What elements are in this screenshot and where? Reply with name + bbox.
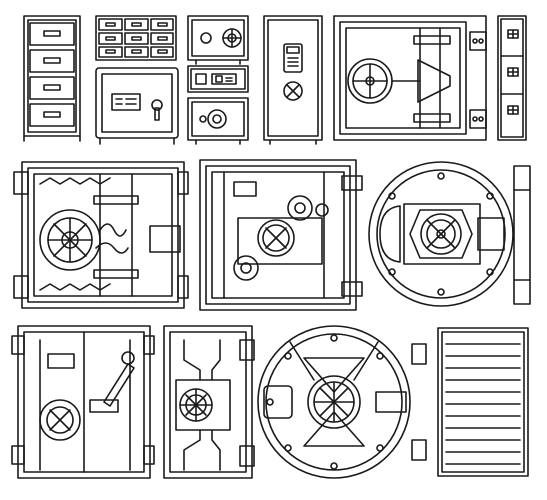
digital-safe-icon <box>95 67 179 145</box>
round-vault-door-icon <box>257 325 427 479</box>
safe-deposit-boxes-icon <box>95 15 177 61</box>
bolted-vault-door-icon <box>163 325 255 479</box>
round-open-vault-door-icon <box>368 161 531 307</box>
round-dial-safe-icon <box>187 97 249 145</box>
double-door-vault-icon <box>11 325 155 479</box>
chained-vault-door-icon <box>13 161 189 309</box>
small-dial-safe-icon <box>187 15 249 65</box>
card-lock-safe-icon <box>187 65 249 93</box>
handle-vault-door-icon <box>333 15 487 141</box>
vault-shutter-icon <box>437 327 529 477</box>
narrow-locker-icon <box>497 15 527 141</box>
gear-vault-door-icon <box>199 159 363 311</box>
tall-digital-safe-icon <box>263 15 323 145</box>
filing-cabinet-icon <box>23 15 81 142</box>
